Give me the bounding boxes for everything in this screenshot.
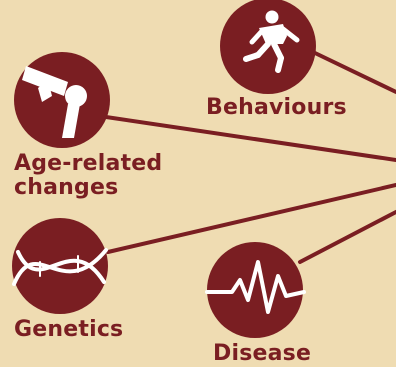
label-disease: Disease (213, 341, 312, 366)
node-age-related-changes (14, 52, 110, 148)
dna-strand-icon (12, 248, 108, 286)
label-age-related-changes: Age-related changes (14, 152, 162, 200)
label-genetics: Genetics (14, 317, 124, 342)
node-disease (205, 242, 306, 338)
knee-joint-icon (22, 66, 87, 138)
running-person-icon (243, 10, 300, 73)
connector-genetics (106, 183, 396, 254)
label-age-line-1: Age-related (14, 151, 163, 176)
connector-age-related-changes (104, 115, 396, 162)
node-genetics (12, 218, 108, 314)
label-behaviours: Behaviours (206, 95, 347, 120)
connector-behaviours (313, 51, 396, 94)
connector-disease (298, 210, 396, 264)
label-age-line-2: changes (14, 175, 119, 200)
heartbeat-pulse-icon (205, 260, 306, 314)
node-behaviours (220, 0, 316, 94)
